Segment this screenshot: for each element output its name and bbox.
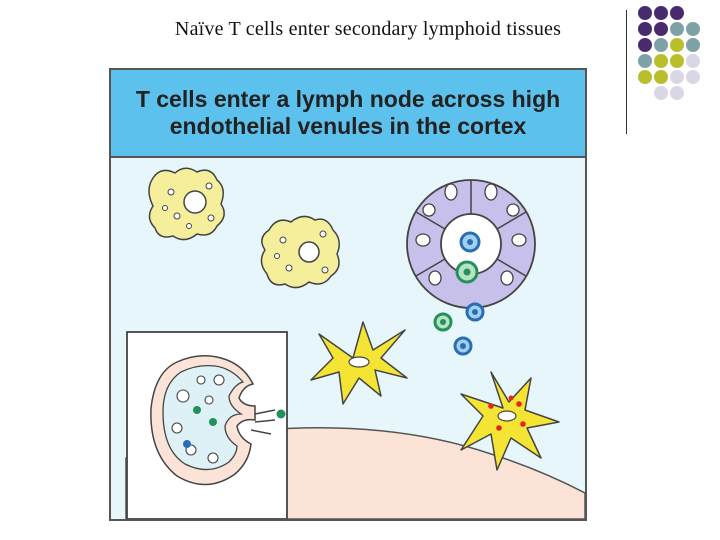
decor-dot [654, 22, 668, 36]
decor-dot [670, 86, 684, 100]
divider-line [626, 10, 627, 134]
stromal-cell-2 [260, 215, 340, 289]
decor-dot [638, 70, 652, 84]
migrating-t-cells [433, 302, 485, 356]
decor-dot [686, 38, 700, 52]
decor-dot [654, 6, 668, 20]
banner-line-1: T cells enter a lymph node across high [135, 86, 561, 112]
decor-dot [638, 6, 652, 20]
decor-dot [686, 70, 700, 84]
banner-line-2: endothelial venules in the cortex [169, 113, 527, 139]
decor-dot [654, 54, 668, 68]
dendritic-cell-1 [310, 321, 408, 405]
decor-dot [654, 86, 668, 100]
decor-dot [638, 22, 652, 36]
decor-dot [670, 54, 684, 68]
decor-dot [686, 54, 700, 68]
decor-dot [638, 38, 652, 52]
decor-dot [638, 54, 652, 68]
lymph-node-diagram: T cells enter a lymph node across high e… [109, 68, 587, 521]
decor-dot [686, 22, 700, 36]
diagram-banner: T cells enter a lymph node across high e… [111, 70, 585, 158]
decor-dot [654, 70, 668, 84]
dendritic-cell-2 [460, 371, 560, 471]
decor-dot [670, 70, 684, 84]
decor-dot [654, 38, 668, 52]
lymph-node-inset [126, 331, 288, 519]
high-endothelial-venule [406, 179, 536, 309]
stromal-cell-1 [148, 167, 225, 241]
diagram-scene [125, 167, 585, 519]
slide-title: Naïve T cells enter secondary lymphoid t… [174, 18, 562, 40]
decor-dot [670, 38, 684, 52]
decor-dot [670, 6, 684, 20]
decor-dot [670, 22, 684, 36]
